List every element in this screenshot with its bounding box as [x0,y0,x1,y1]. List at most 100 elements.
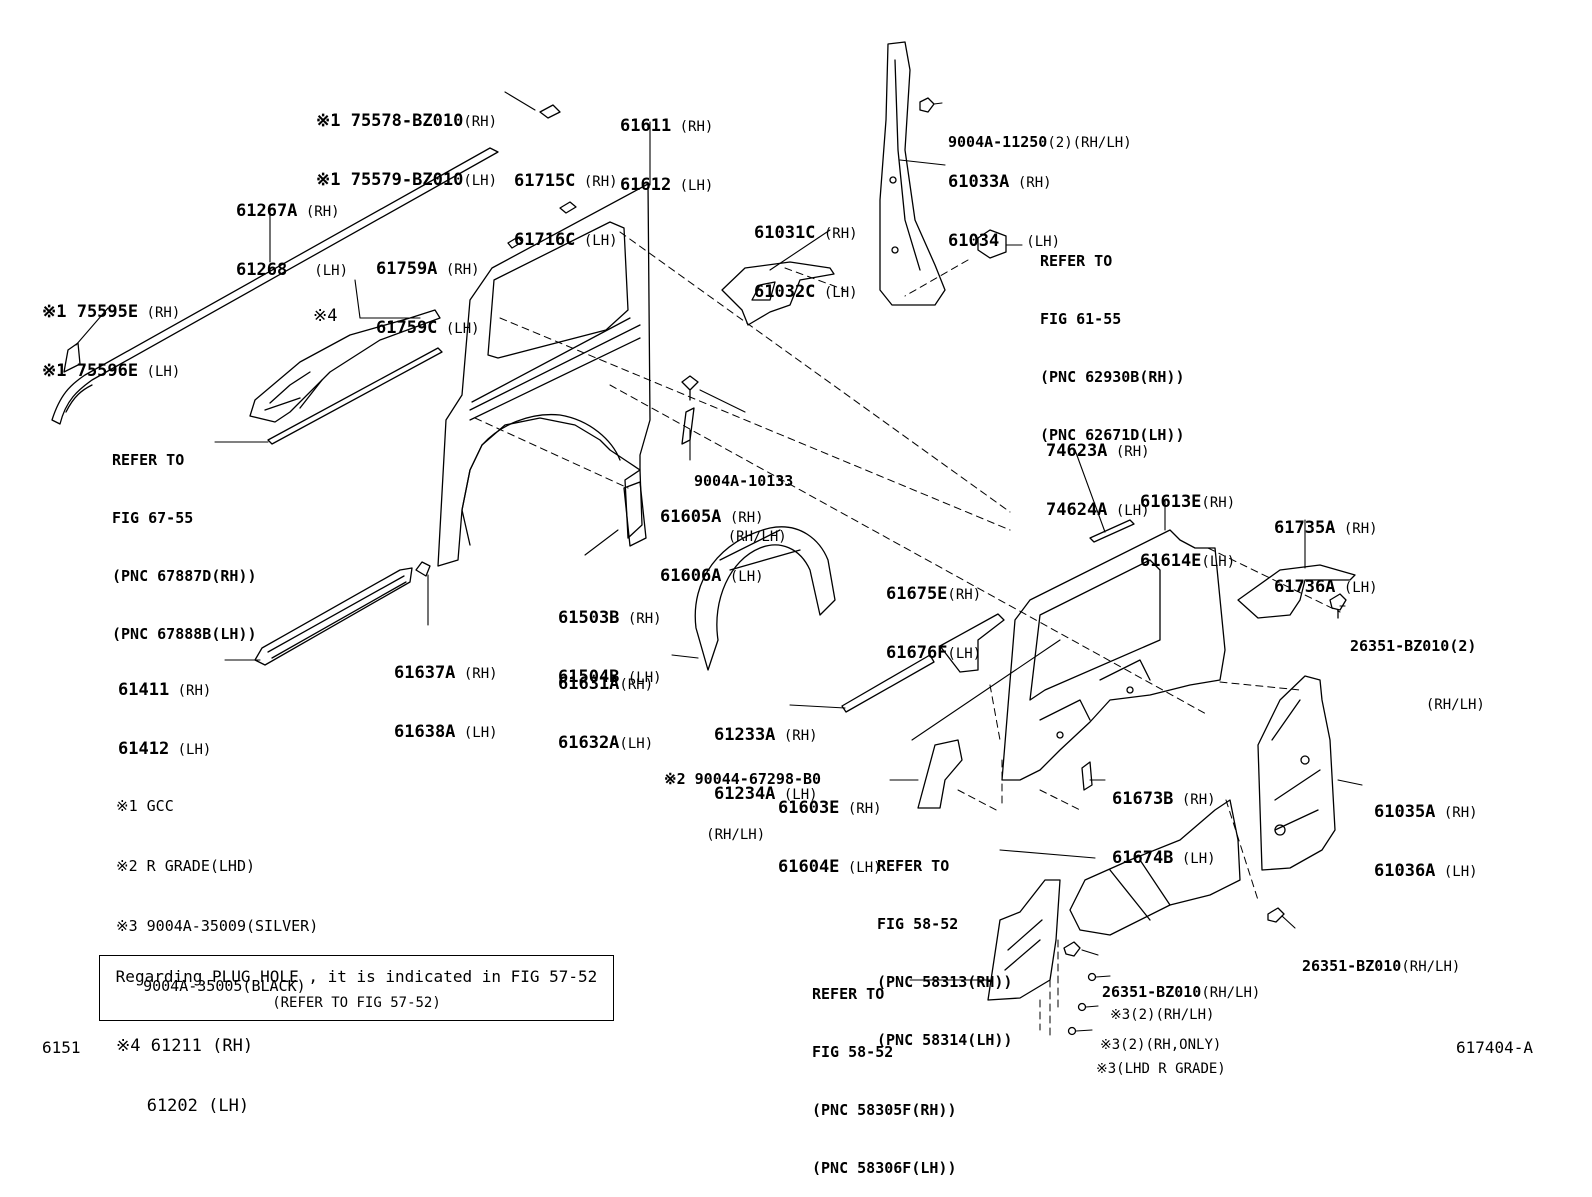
roof-rail-inner-61233 [841,654,935,713]
footnote-text: 61211 (RH) [140,1036,254,1056]
callout-61673: 61673B (RH) 61674B (LH) [1112,751,1216,888]
callout-61605: 61605A (RH) 61606A (LH) [660,469,764,606]
leader-lines [75,91,1363,1032]
callout-61033: 61033A (RH) 61034 (LH) [948,134,1060,271]
part-side: (RH/LH) [694,529,787,545]
part-side: (RH) [169,683,212,699]
part-side: (RH) [721,510,764,526]
part-side: (LH) [297,263,348,279]
part-number: 61233A [714,725,776,745]
part-side: (RH/LH) [1401,959,1461,975]
part-side: (LH) [1201,554,1236,570]
callout-refer-fig-58-52-b: REFER TO FIG 58-52 (PNC 58305F(RH)) (PNC… [812,946,957,1197]
plug-hole-text: Regarding PLUG HOLE , it is indicated in… [115,967,598,986]
bracket-61673 [1081,761,1093,791]
part-side: (LH) [947,646,982,662]
part-number: 61412 [118,739,170,759]
footnote-3: ※3 9004A-35009(SILVER) [116,916,318,936]
callout-61233: 61233A (RH) 61234A (LH) [714,687,818,824]
clip-61759 [507,236,523,249]
callout-61411: 61411 (RH) 61412 (LH) [118,642,211,779]
part-side: (LH) [1173,851,1216,867]
extension-61503 [623,481,647,547]
callout-61715: 61715C (RH) 61716C (LH) [514,133,618,270]
bolt-9004a-10133 [681,375,699,401]
part-number: 61606A [660,566,722,586]
footnote-text: 9004A-35009(SILVER) [137,917,319,935]
part-number: 74624A [1046,500,1108,520]
part-number: 61234A [714,784,776,804]
part-number: 61613E [1140,492,1202,512]
grommet-3 [1067,1026,1077,1036]
page-number: 6151 [42,1038,81,1057]
part-number: 61614E [1140,551,1202,571]
footnote-2: ※2 R GRADE(LHD) [116,856,318,876]
callout-61675: 61675E(RH) 61676F(LH) [886,546,981,683]
pillar-lower-61603 [917,739,963,809]
part-number: 61674B [1112,848,1174,868]
pillar-reinforcement-61031 [721,261,835,326]
part-number: 9004A-11250 [948,133,1048,151]
part-number: 61638A [394,722,456,742]
refer-text: (PNC 58305F(RH)) [812,1101,957,1119]
part-side: (RH) [1173,792,1216,808]
part-side: (LH) [775,787,818,803]
callout-90044-67298: ※2 90044-67298-B0 (RH/LH) [664,732,821,862]
part-number: ※1 75578-BZ010 [316,111,464,131]
callout-61631: 61631A(RH) 61632A(LH) [558,636,653,773]
refer-text: (PNC 67888B(LH)) [112,625,257,643]
refer-text: REFER TO [877,857,950,875]
plug-hole-refer: (REFER TO FIG 57-52) [272,995,441,1011]
part-side: (RH) [455,666,498,682]
part-number: 61716C [514,230,576,250]
part-number: 61034 [948,231,1010,251]
part-number: 26351-BZ010(2) [1350,637,1477,655]
clip-61715 [559,201,577,214]
clip-26351-low [1063,941,1081,957]
part-side: (LH) [815,285,858,301]
part-side: (LH) [455,725,498,741]
callout-75578: ※1 75578-BZ010(RH) ※1 75579-BZ010(LH) [316,73,497,210]
part-number: 74623A [1046,441,1108,461]
footnote-text: 61202 (LH) [116,1096,250,1116]
part-side: (LH) [169,742,212,758]
part-side: (2)(RH/LH) [1047,135,1132,151]
part-number: 26351-BZ010 [1302,957,1402,975]
refer-text: FIG 58-52 [877,915,959,933]
part-side: (RH) [297,204,340,220]
part-side: (LH) [575,233,618,249]
refer-text: (PNC 62930B(RH)) [1040,368,1185,386]
part-side: (LH) [1107,503,1150,519]
part-side: (RH) [437,262,480,278]
drip-channel [267,347,443,445]
part-side: (RH) [839,801,882,817]
part-number: 61503B [558,608,620,628]
part-side: (LH) [1009,234,1060,250]
rear-pillar-lower-58305 [987,879,1061,1001]
callout-refer-fig-61-55: REFER TO FIG 61-55 (PNC 62930B(RH)) (PNC… [1040,213,1185,464]
part-side: (LH) [619,670,662,686]
callout-61267: 61267A (RH) 61268 (LH) [236,163,348,300]
bracket-61637 [415,561,431,577]
refer-text: (PNC 58306F(LH)) [812,1159,957,1177]
callout-61611: 61611 (RH) 61612 (LH) [620,78,713,215]
refer-text: FIG 67-55 [112,509,194,527]
part-number: 61637A [394,663,456,683]
part-number: 61715C [514,171,576,191]
part-side: (LH) [463,173,498,189]
wheel-house-liner [694,526,836,671]
part-side: (LH) [1435,864,1478,880]
footnote-text: GCC [137,797,174,815]
part-side: (LH) [619,736,654,752]
trim-strip-74623 [1089,519,1135,543]
callout-26351-bz010-2: 26351-BZ010(2) (RH/LH) [1350,598,1485,734]
callout-61735: 61735A (RH) 61736A (LH) [1274,480,1378,617]
footnote-mark: ※2 [116,857,138,875]
part-side: (RH) [138,305,181,321]
footnote-text: R GRADE(LHD) [137,857,256,875]
footnote-4: ※4 61211 (RH) [116,1036,318,1056]
part-side: (RH) [1107,444,1150,460]
footnotes-legend: ※1 GCC ※2 R GRADE(LHD) ※3 9004A-35009(SI… [116,756,318,1136]
grommet-1 [1087,972,1097,982]
part-number: 61675E [886,584,948,604]
